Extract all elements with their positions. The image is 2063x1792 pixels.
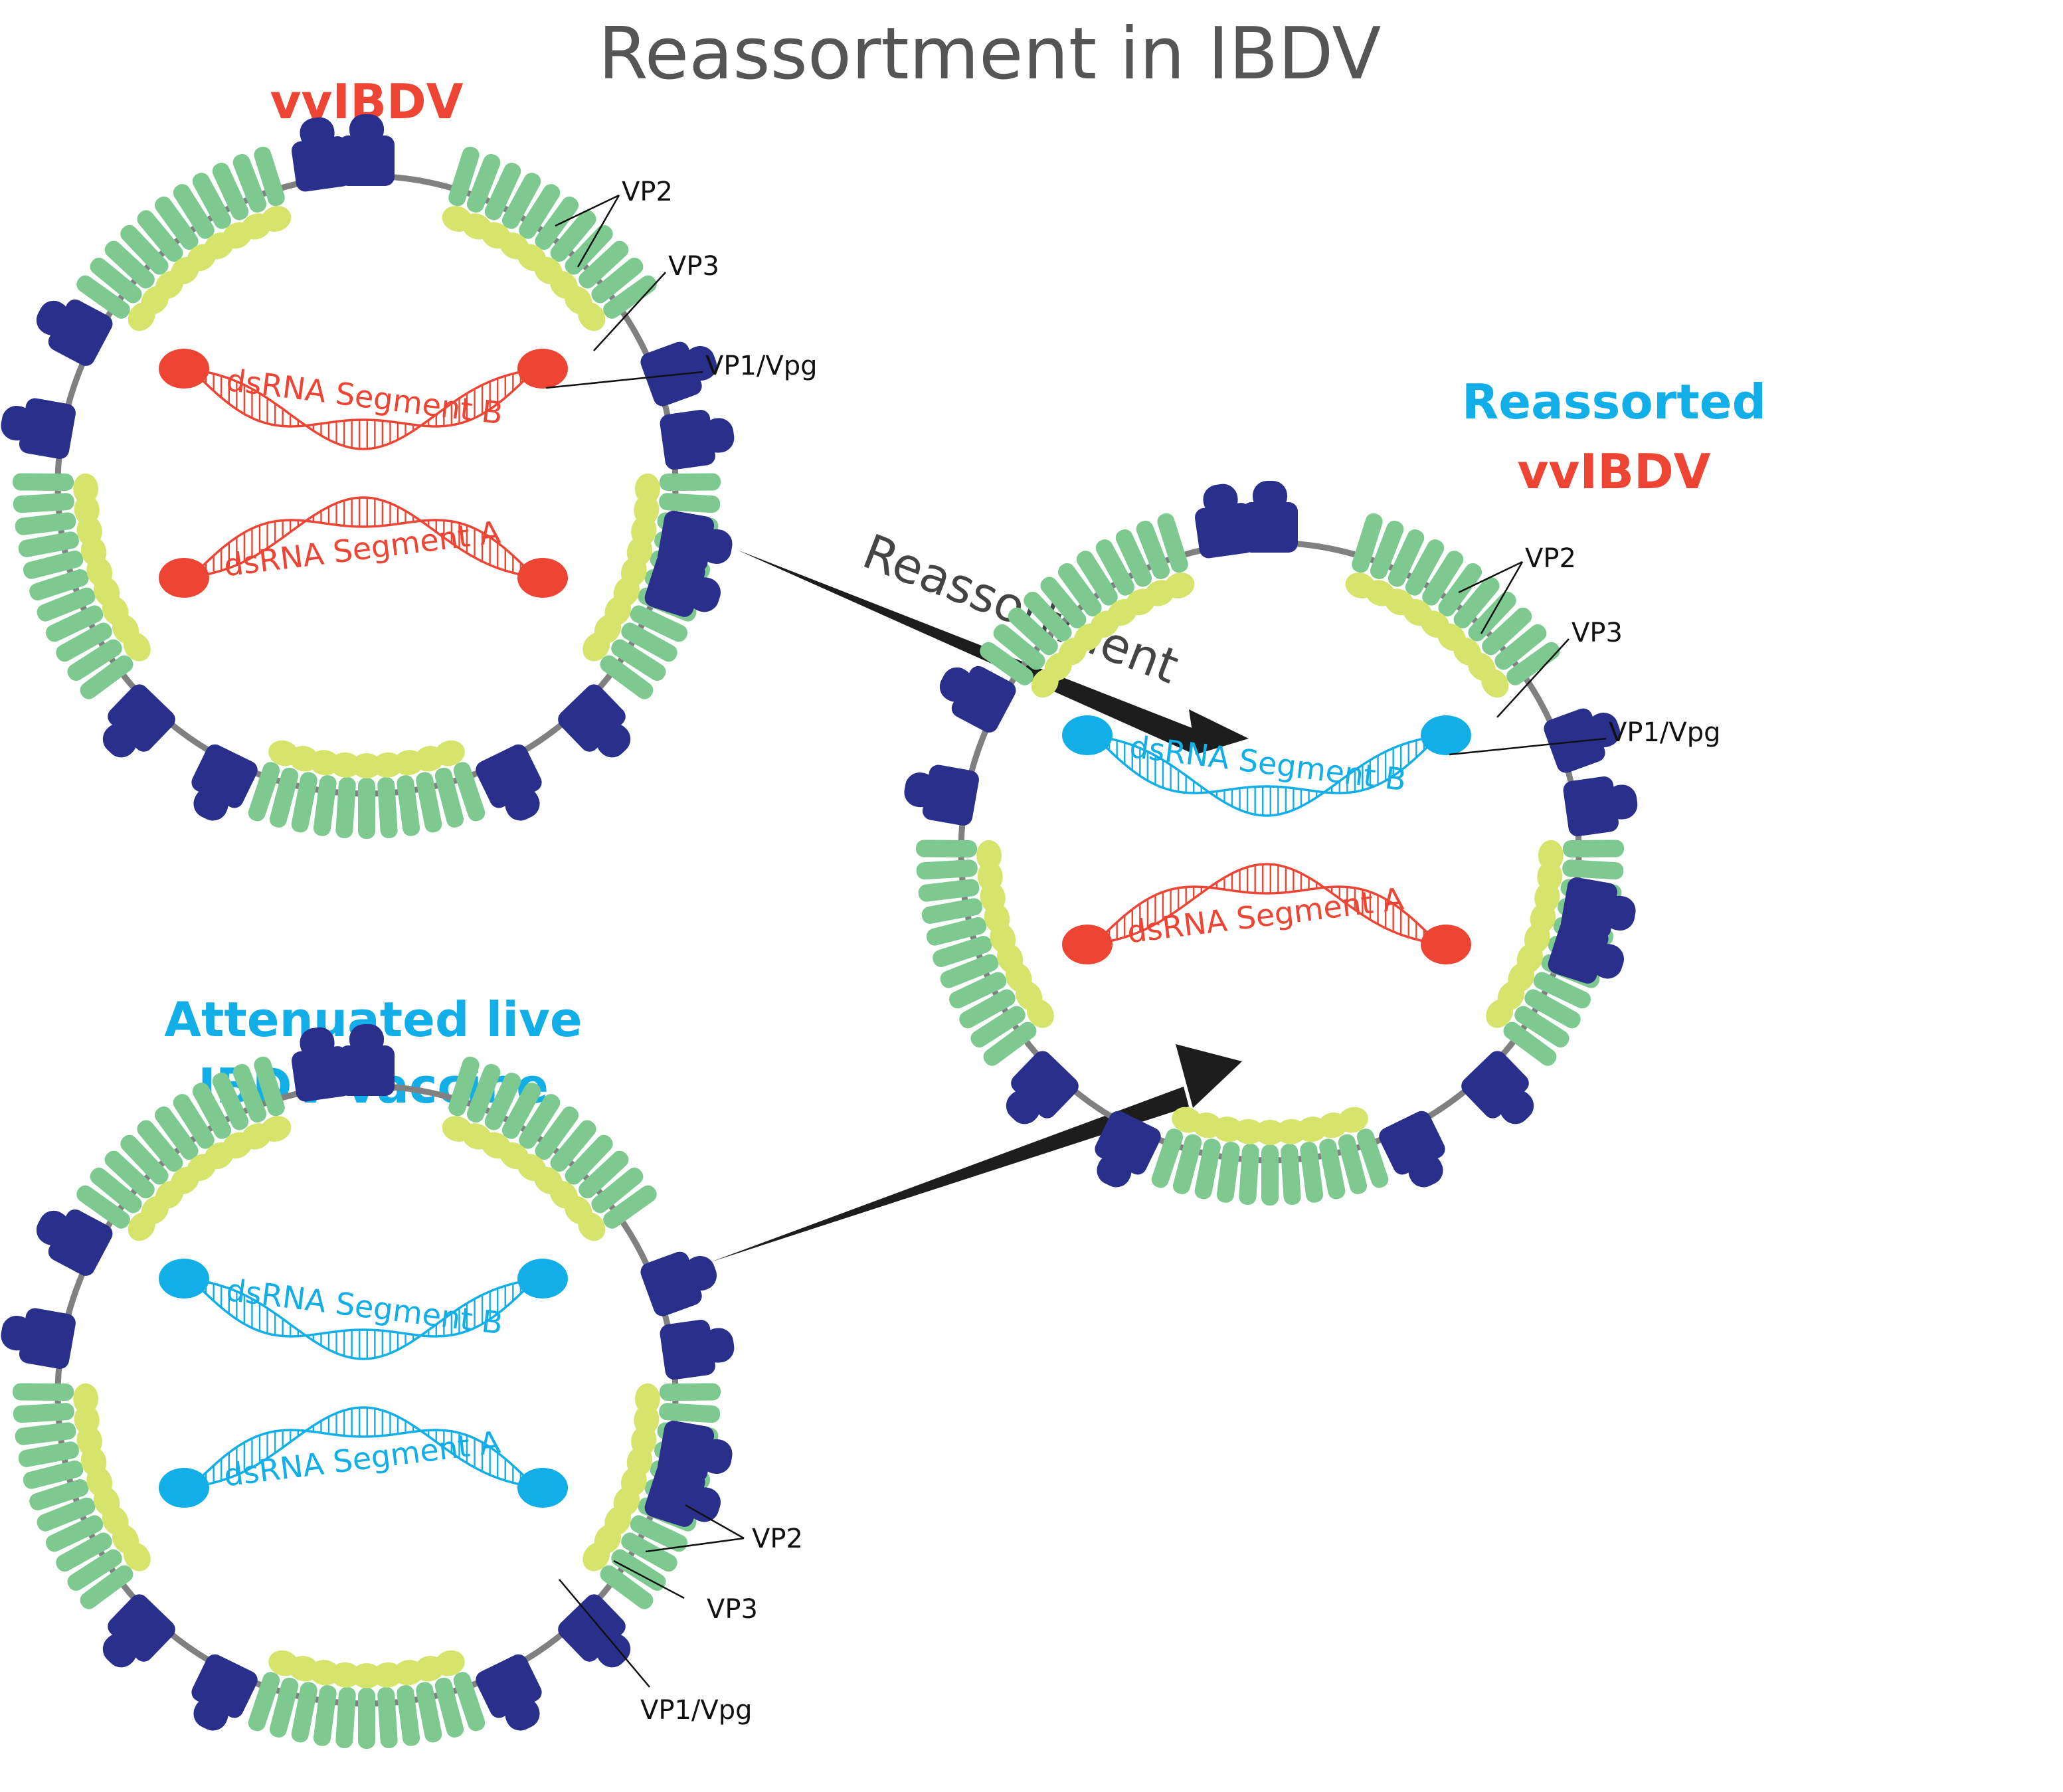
- segment-a: dsRNA Segment A: [159, 496, 568, 598]
- vp2-vp3-cluster: [1345, 513, 1560, 698]
- vp2-vp3-cluster: [248, 740, 486, 839]
- vp1-cap-left: [159, 1468, 209, 1508]
- vp2-protrusion: [904, 764, 979, 826]
- vp2-protrusion: [1461, 1051, 1534, 1124]
- vp1-cap-right: [1421, 715, 1471, 755]
- vp2-vp3-cluster: [1151, 1107, 1389, 1206]
- vp2-protrusion: [191, 1654, 258, 1731]
- vp2-protrusion: [660, 1320, 735, 1380]
- segment-b: dsRNA Segment B: [1062, 715, 1471, 817]
- vp2-protrusion: [1544, 708, 1621, 773]
- vp2-protrusion: [476, 1654, 542, 1731]
- callout-vp1: VP1/Vpg: [1609, 717, 1721, 748]
- vp2-protrusion: [644, 553, 721, 617]
- virion-reassorted: Reassorted vvIBDV dsRNA Segment B dsRNA Seg…: [904, 374, 1766, 1206]
- vp2-protrusion: [939, 666, 1016, 733]
- vp1-cap-left: [1062, 925, 1113, 964]
- vp2-protrusion: [339, 114, 395, 186]
- callout-vp2: VP2: [1525, 543, 1576, 574]
- vp2-protrusion: [1563, 776, 1638, 837]
- vp2-protrusion: [1548, 919, 1625, 984]
- segment-b: dsRNA Segment B: [159, 1259, 568, 1360]
- vp1-cap-left: [1062, 715, 1113, 755]
- vp2-protrusion: [1, 1308, 76, 1370]
- vp2-protrusion: [660, 410, 735, 470]
- arrow-to-reassorted-top: [737, 550, 1249, 755]
- vp2-protrusion: [36, 1209, 113, 1276]
- vp2-vp3-cluster: [13, 473, 151, 699]
- vp2-vp3-cluster: [916, 840, 1054, 1066]
- vp2-vp3-cluster: [980, 513, 1195, 698]
- vp1-cap-left: [159, 1259, 209, 1299]
- callout-vp1: VP1/Vpg: [640, 1695, 753, 1726]
- vp2-vp3-cluster: [248, 1650, 486, 1749]
- callout-vp3: VP3: [707, 1594, 758, 1625]
- callout-vp2: VP2: [752, 1524, 803, 1554]
- vp2-protrusion: [1195, 484, 1255, 559]
- vp2-protrusion: [339, 1024, 395, 1096]
- vp2-vp3-cluster: [13, 1383, 151, 1609]
- vp1-cap-right: [517, 1259, 568, 1299]
- vp2-vp3-cluster: [76, 146, 292, 331]
- vp2-protrusion: [1242, 481, 1298, 553]
- vp1-cap-left: [159, 349, 209, 389]
- vp2-protrusion: [1095, 1111, 1161, 1188]
- vp2-vp3-cluster: [442, 146, 657, 331]
- vp2-protrusion: [558, 684, 631, 758]
- vp2-protrusion: [191, 744, 258, 821]
- segment-b: dsRNA Segment B: [159, 349, 568, 450]
- vp2-protrusion: [644, 1463, 721, 1527]
- virion-title-line: Reassorted: [1462, 374, 1766, 430]
- callout-vp2: VP2: [622, 177, 673, 207]
- arrow-to-reassorted-bottom: [711, 1044, 1242, 1262]
- vp2-protrusion: [292, 117, 352, 192]
- segment-a: dsRNA Segment A: [159, 1406, 568, 1508]
- vp1-cap-right: [517, 349, 568, 389]
- callout-vp3: VP3: [668, 251, 719, 282]
- vp2-protrusion: [558, 1594, 631, 1668]
- vp1-cap-right: [517, 558, 568, 598]
- vp2-protrusion: [36, 299, 113, 366]
- vp2-protrusion: [102, 684, 175, 758]
- vp2-protrusion: [292, 1027, 352, 1102]
- vp1-cap-right: [517, 1468, 568, 1508]
- vp2-protrusion: [1006, 1051, 1079, 1124]
- vp2-protrusion: [1, 398, 76, 460]
- vp2-protrusion: [476, 744, 542, 821]
- virion-title-line: vvIBDV: [1517, 444, 1710, 499]
- vp2-vp3-cluster: [76, 1056, 292, 1241]
- vp2-vp3-cluster: [442, 1056, 657, 1241]
- diagram-title: Reassortment in IBDV: [598, 13, 1382, 96]
- segment-a: dsRNA Segment A: [1062, 863, 1471, 964]
- vp2-protrusion: [1379, 1111, 1445, 1188]
- vp1-cap-left: [159, 558, 209, 598]
- callout-vp1: VP1/Vpg: [705, 351, 818, 381]
- vp2-protrusion: [102, 1594, 175, 1668]
- vp2-protrusion: [640, 1251, 717, 1316]
- callout-vp3: VP3: [1571, 618, 1623, 648]
- vp2-protrusion: [640, 341, 717, 406]
- vp1-cap-right: [1421, 925, 1471, 964]
